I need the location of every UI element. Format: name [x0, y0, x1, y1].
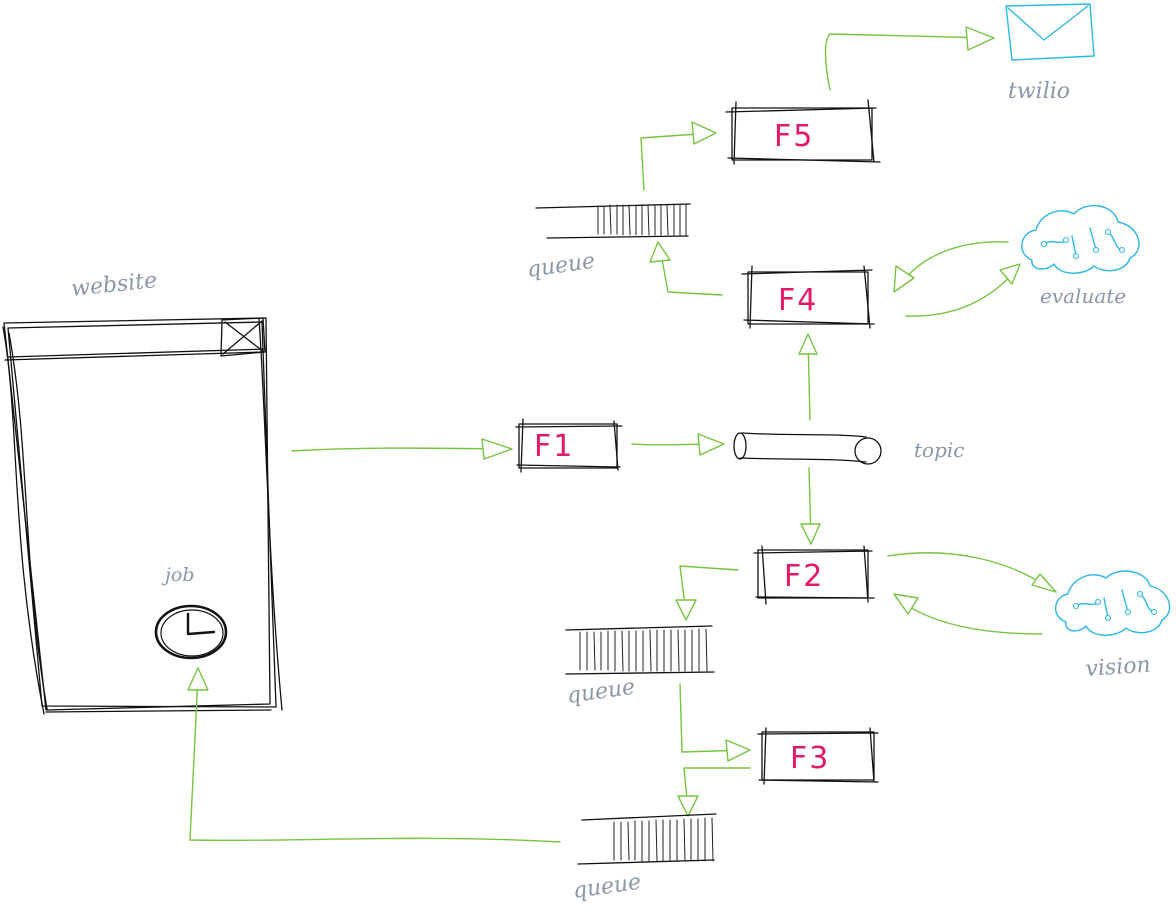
arrow-topic-to-f4	[798, 333, 818, 421]
queue-mid	[565, 625, 715, 675]
website-window	[2, 317, 283, 715]
arrow-f4-to-queue-top	[649, 241, 723, 296]
arrow-queue-mid-to-f3	[679, 683, 751, 762]
function-f3: F3	[757, 727, 879, 785]
website-label: website	[70, 268, 158, 302]
f3-label: F3	[790, 741, 830, 776]
evaluate-cloud-icon	[1021, 204, 1140, 274]
function-f4: F4	[741, 265, 875, 329]
arrow-queue-bottom-to-job	[187, 667, 561, 843]
arrow-f1-to-topic	[631, 433, 725, 456]
queue-bottom	[577, 813, 717, 865]
arrow-f3-to-queue-bottom	[677, 767, 751, 817]
function-f5: F5	[725, 99, 881, 165]
arrow-f4-to-evaluate	[905, 263, 1021, 317]
evaluate-label: evaluate	[1040, 284, 1126, 308]
vision-label: vision	[1085, 652, 1152, 681]
queue-mid-label: queue	[565, 675, 636, 709]
f4-label: F4	[778, 283, 818, 318]
f1-label: F1	[534, 429, 574, 464]
close-icon	[220, 317, 266, 357]
job-label: job	[161, 564, 195, 586]
f2-label: F2	[784, 559, 824, 594]
arrow-f5-to-twilio	[824, 26, 995, 91]
arrow-f2-to-vision	[887, 552, 1057, 593]
topic-cylinder	[733, 432, 882, 465]
queue-bottom-label: queue	[571, 870, 642, 904]
arrow-evaluate-to-f4	[893, 241, 1009, 293]
vision-cloud-icon	[1055, 570, 1171, 636]
twilio-envelope-icon	[1005, 3, 1095, 61]
arrow-vision-to-f2	[893, 593, 1043, 635]
clock-icon	[154, 604, 228, 660]
topic-label: topic	[914, 438, 964, 462]
arrow-website-to-f1	[291, 438, 513, 460]
function-f1: F1	[515, 418, 623, 473]
arrow-queue-top-to-f5	[640, 121, 717, 191]
queue-top-label: queue	[525, 249, 596, 283]
f5-label: F5	[774, 119, 814, 154]
arrow-f2-to-queue-mid	[675, 565, 739, 621]
function-f2: F2	[753, 545, 875, 605]
arrow-topic-to-f2	[800, 467, 821, 545]
queue-top	[535, 203, 691, 239]
twilio-label: twilio	[1008, 79, 1070, 104]
